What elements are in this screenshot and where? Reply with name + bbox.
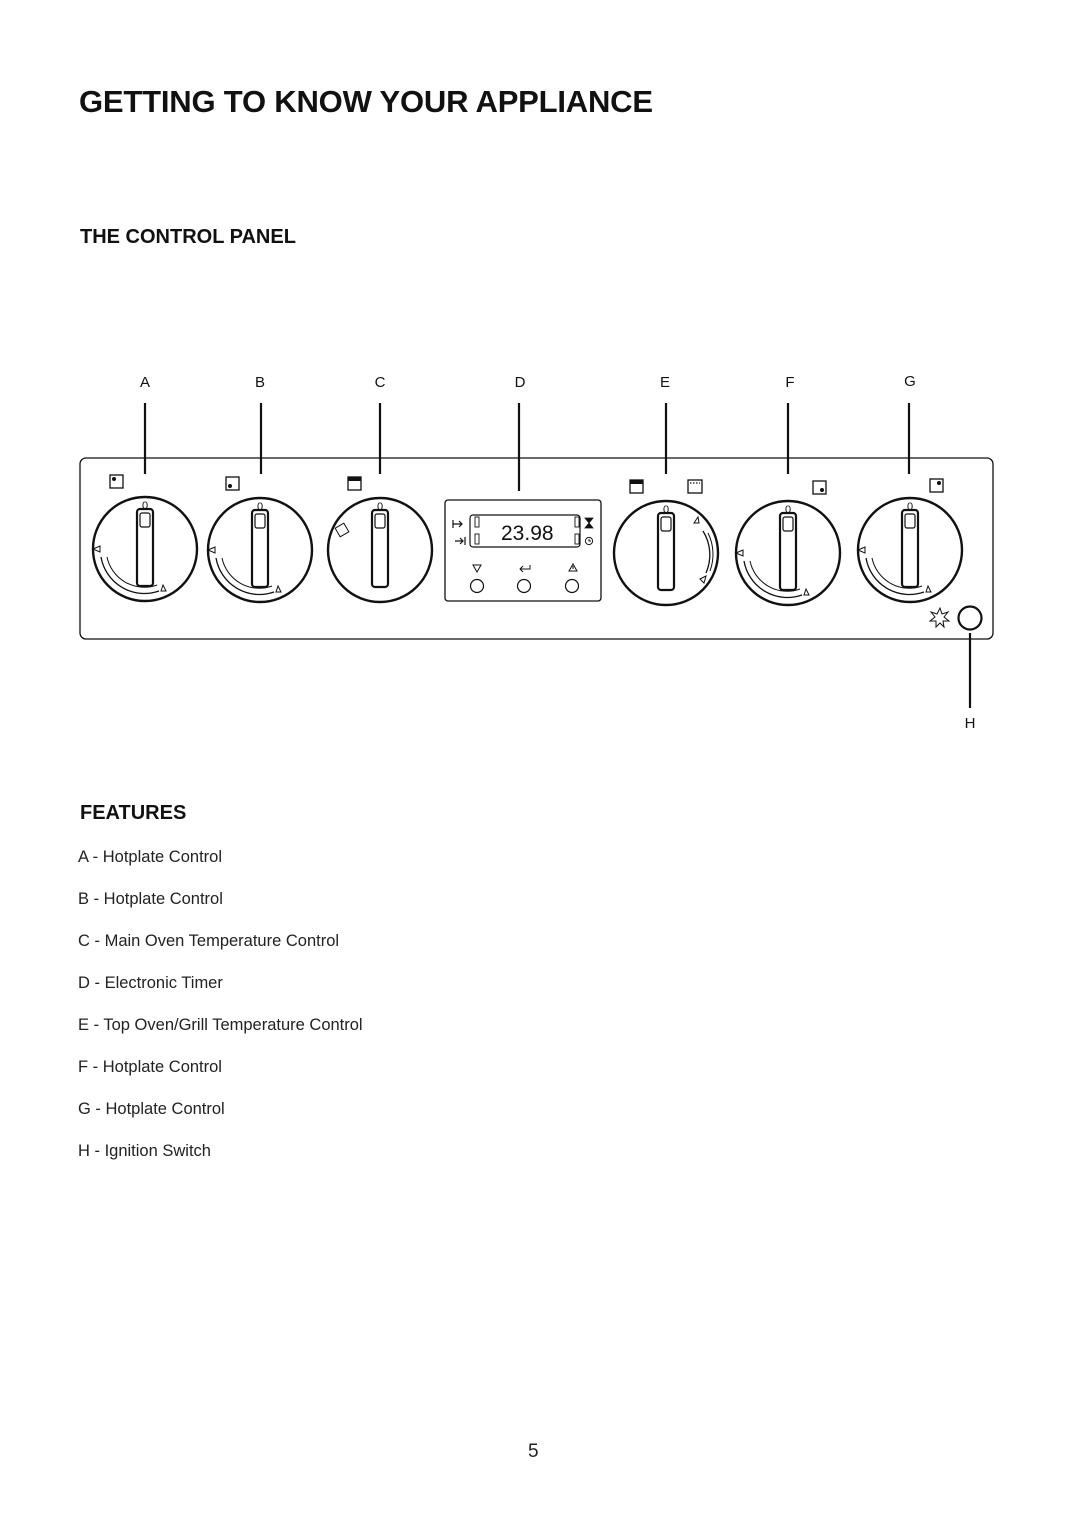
knob-f[interactable]: 0 bbox=[734, 499, 842, 607]
hotplate-symbol-f-icon bbox=[812, 480, 827, 495]
cook-time-icon bbox=[452, 520, 463, 528]
small-flame-icon bbox=[925, 584, 932, 593]
small-flame-icon bbox=[160, 583, 167, 592]
electronic-timer: 23.98 bbox=[444, 499, 602, 602]
knob-zero-label: 0 bbox=[663, 504, 669, 516]
knob-a[interactable]: 0 bbox=[91, 495, 199, 603]
knob-zero-label: 0 bbox=[142, 500, 148, 512]
grill-low-icon bbox=[693, 515, 700, 524]
page-number: 5 bbox=[528, 1441, 539, 1462]
grill-scale-icon bbox=[702, 530, 711, 574]
select-symbol-icon bbox=[519, 565, 531, 573]
minus-symbol-icon bbox=[472, 564, 482, 574]
flame-scale-icon bbox=[743, 560, 803, 599]
feature-item-b: B - Hotplate Control bbox=[78, 890, 223, 908]
control-panel-outline bbox=[79, 457, 994, 640]
flame-scale-icon bbox=[215, 557, 275, 596]
knob-zero-label: 0 bbox=[377, 501, 383, 513]
clock-icon bbox=[584, 536, 594, 546]
callout-b-label: B bbox=[255, 374, 265, 391]
ignition-switch-button[interactable] bbox=[957, 605, 983, 631]
knob-zero-label: 0 bbox=[907, 501, 913, 513]
small-flame-icon bbox=[275, 584, 282, 593]
knob-g[interactable]: 0 bbox=[856, 496, 964, 604]
callout-h-label: H bbox=[965, 715, 976, 732]
timer-select-button[interactable] bbox=[516, 578, 532, 594]
oven-light-icon bbox=[334, 522, 350, 538]
feature-item-d: D - Electronic Timer bbox=[78, 974, 223, 992]
knob-b[interactable]: 0 bbox=[206, 496, 314, 604]
small-flame-icon bbox=[803, 587, 810, 596]
features-list: A - Hotplate Control B - Hotplate Contro… bbox=[78, 846, 363, 1182]
feature-item-f: F - Hotplate Control bbox=[78, 1058, 222, 1076]
timer-display-value: 23.98 bbox=[501, 522, 554, 545]
timer-display bbox=[469, 514, 581, 548]
large-flame-icon bbox=[206, 546, 216, 554]
grill-symbol-icon bbox=[629, 479, 644, 494]
flame-scale-icon bbox=[100, 556, 160, 595]
control-panel-heading: THE CONTROL PANEL bbox=[80, 226, 296, 248]
timer-plus-button[interactable] bbox=[564, 578, 580, 594]
main-oven-symbol-icon bbox=[347, 476, 362, 491]
large-flame-icon bbox=[856, 546, 866, 554]
callout-f-label: F bbox=[785, 374, 794, 391]
hotplate-symbol-a-icon bbox=[109, 474, 124, 489]
knob-e[interactable]: 0 bbox=[612, 499, 720, 607]
feature-item-g: G - Hotplate Control bbox=[78, 1100, 225, 1118]
callout-c-label: C bbox=[375, 374, 386, 391]
plus-symbol-icon bbox=[568, 562, 578, 572]
feature-item-h: H - Ignition Switch bbox=[78, 1142, 211, 1160]
features-heading: FEATURES bbox=[80, 802, 187, 824]
knob-zero-label: 0 bbox=[785, 504, 791, 516]
large-flame-icon bbox=[734, 549, 744, 557]
hotplate-symbol-b-icon bbox=[225, 476, 240, 491]
knob-c[interactable]: 0 bbox=[326, 496, 434, 604]
feature-item-a: A - Hotplate Control bbox=[78, 848, 222, 866]
hotplate-symbol-g-icon bbox=[929, 478, 944, 493]
timer-minus-button[interactable] bbox=[469, 578, 485, 594]
callout-d-label: D bbox=[515, 374, 526, 391]
feature-item-e: E - Top Oven/Grill Temperature Control bbox=[78, 1016, 363, 1034]
callout-a-label: A bbox=[140, 374, 150, 391]
feature-item-c: C - Main Oven Temperature Control bbox=[78, 932, 340, 950]
ignition-spark-icon bbox=[928, 606, 951, 629]
grill-high-icon bbox=[699, 575, 707, 584]
control-panel-diagram: A B C D E F G H bbox=[79, 373, 994, 732]
large-flame-icon bbox=[91, 545, 101, 553]
flame-scale-icon bbox=[865, 557, 925, 596]
timer-housing bbox=[444, 499, 602, 602]
callout-e-label: E bbox=[660, 374, 670, 391]
knob-zero-label: 0 bbox=[257, 501, 263, 513]
callout-g-label: G bbox=[904, 373, 916, 390]
page-title: GETTING TO KNOW YOUR APPLIANCE bbox=[79, 84, 653, 119]
end-time-icon bbox=[455, 537, 466, 545]
top-oven-symbol-icon bbox=[687, 479, 703, 494]
minute-minder-icon bbox=[584, 517, 594, 529]
